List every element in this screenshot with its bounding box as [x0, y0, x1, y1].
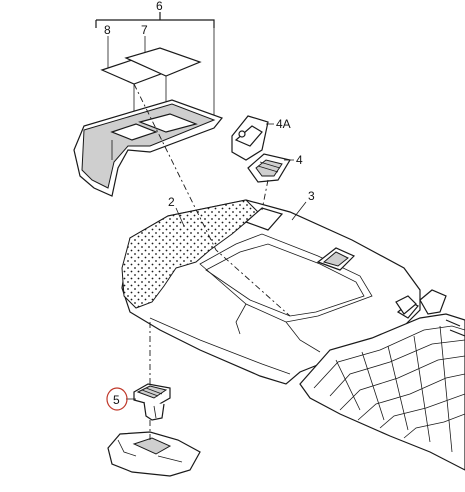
callout-4: 4 — [296, 153, 303, 167]
fastener-5 — [106, 383, 171, 421]
floor-section — [107, 420, 201, 477]
callout-6: 6 — [156, 0, 163, 13]
guide-4 — [247, 153, 294, 183]
callout-3: 3 — [308, 189, 315, 203]
foam-pad-2 — [121, 199, 259, 309]
alignment-line-b — [261, 179, 269, 211]
callout-6-bracket — [95, 12, 215, 28]
cover-pad-7 — [124, 47, 202, 77]
alignment-line-a — [133, 83, 291, 317]
clip-4a — [231, 115, 274, 161]
seat-frame — [299, 289, 465, 471]
callout-8: 8 — [104, 23, 111, 37]
callout-2-leader — [175, 207, 185, 227]
callout-5: 5 — [113, 393, 120, 407]
callout-3-leader — [291, 201, 307, 221]
armrest-cover-assembly — [73, 12, 223, 197]
clip-hole — [238, 130, 246, 138]
callout-4a: 4A — [276, 117, 291, 131]
callout-2: 2 — [168, 195, 175, 209]
callout-7: 7 — [141, 23, 148, 37]
callout-5-highlight-circle — [106, 387, 128, 411]
